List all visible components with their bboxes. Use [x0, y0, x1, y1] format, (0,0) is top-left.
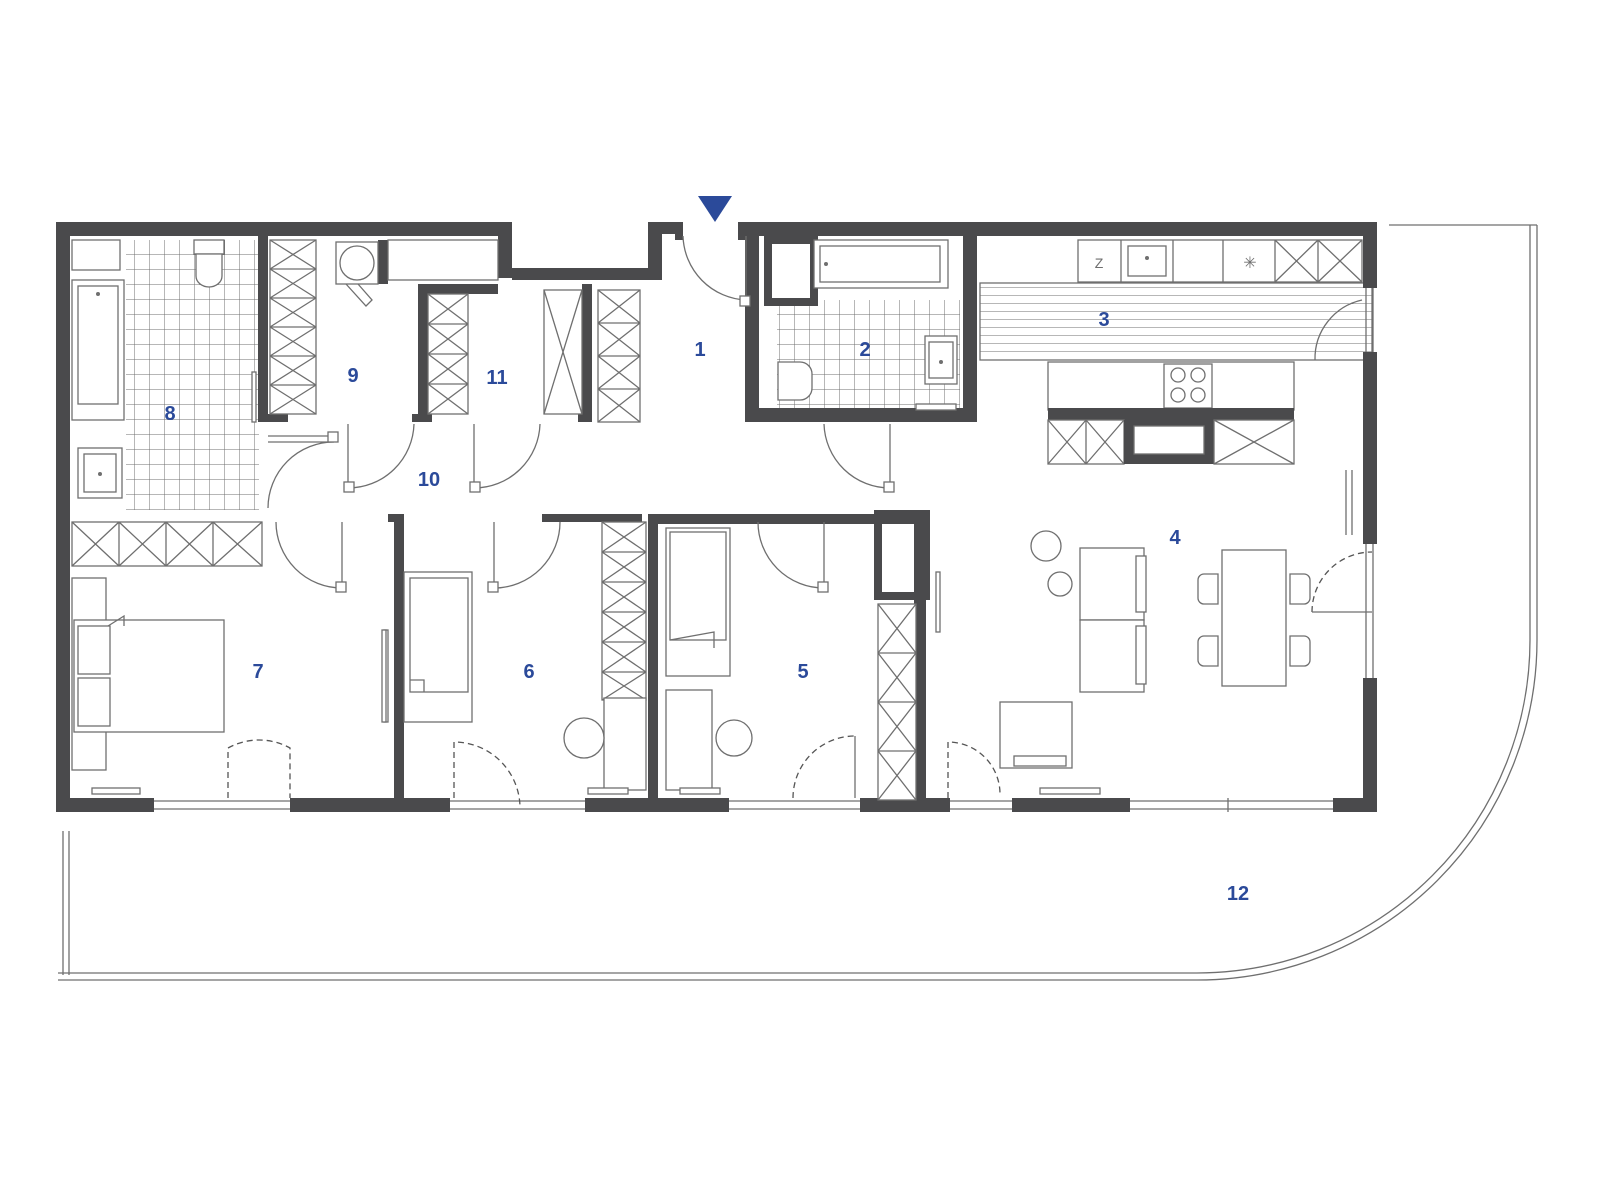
room-label-5: 5: [797, 661, 808, 683]
bathroom-2-fixtures: [777, 239, 958, 411]
bedroom-5-furniture: [665, 527, 1001, 801]
kitchen-fixtures: Z ✳: [1047, 239, 1363, 465]
fridge-symbol: Z: [1095, 255, 1104, 271]
storage-11-fixtures: [427, 289, 641, 423]
radiators: [587, 787, 1101, 795]
room-label-2: 2: [859, 339, 870, 361]
room-labels: 1 2 3 4 5 6 7 8 9 10 11 12: [164, 309, 1249, 905]
room-label-12: 12: [1227, 883, 1249, 905]
room-label-7: 7: [252, 661, 263, 683]
kitchen-counter-3: [979, 282, 1373, 361]
doors: [267, 235, 895, 593]
freezer-symbol: ✳: [1243, 253, 1256, 272]
room-label-8: 8: [164, 403, 175, 425]
room-label-9: 9: [347, 365, 358, 387]
room-label-6: 6: [523, 661, 534, 683]
walls: [56, 222, 1377, 812]
room-label-10: 10: [418, 469, 440, 491]
triangle-down-icon: [698, 196, 732, 222]
bedroom-6-furniture: [383, 521, 647, 809]
storage-9-fixtures: [269, 239, 499, 415]
windows: [154, 288, 1374, 812]
room-label-3: 3: [1098, 309, 1109, 331]
bathroom-8-tiles: [126, 240, 259, 510]
terrace-outline: [58, 224, 1538, 981]
bedroom-7-furniture: [71, 521, 387, 798]
room-label-11: 11: [486, 367, 507, 389]
living-furniture: [999, 530, 1373, 769]
room-label-4: 4: [1169, 527, 1181, 549]
room-label-1: 1: [694, 339, 705, 361]
bathroom-8-fixtures: [71, 239, 257, 499]
